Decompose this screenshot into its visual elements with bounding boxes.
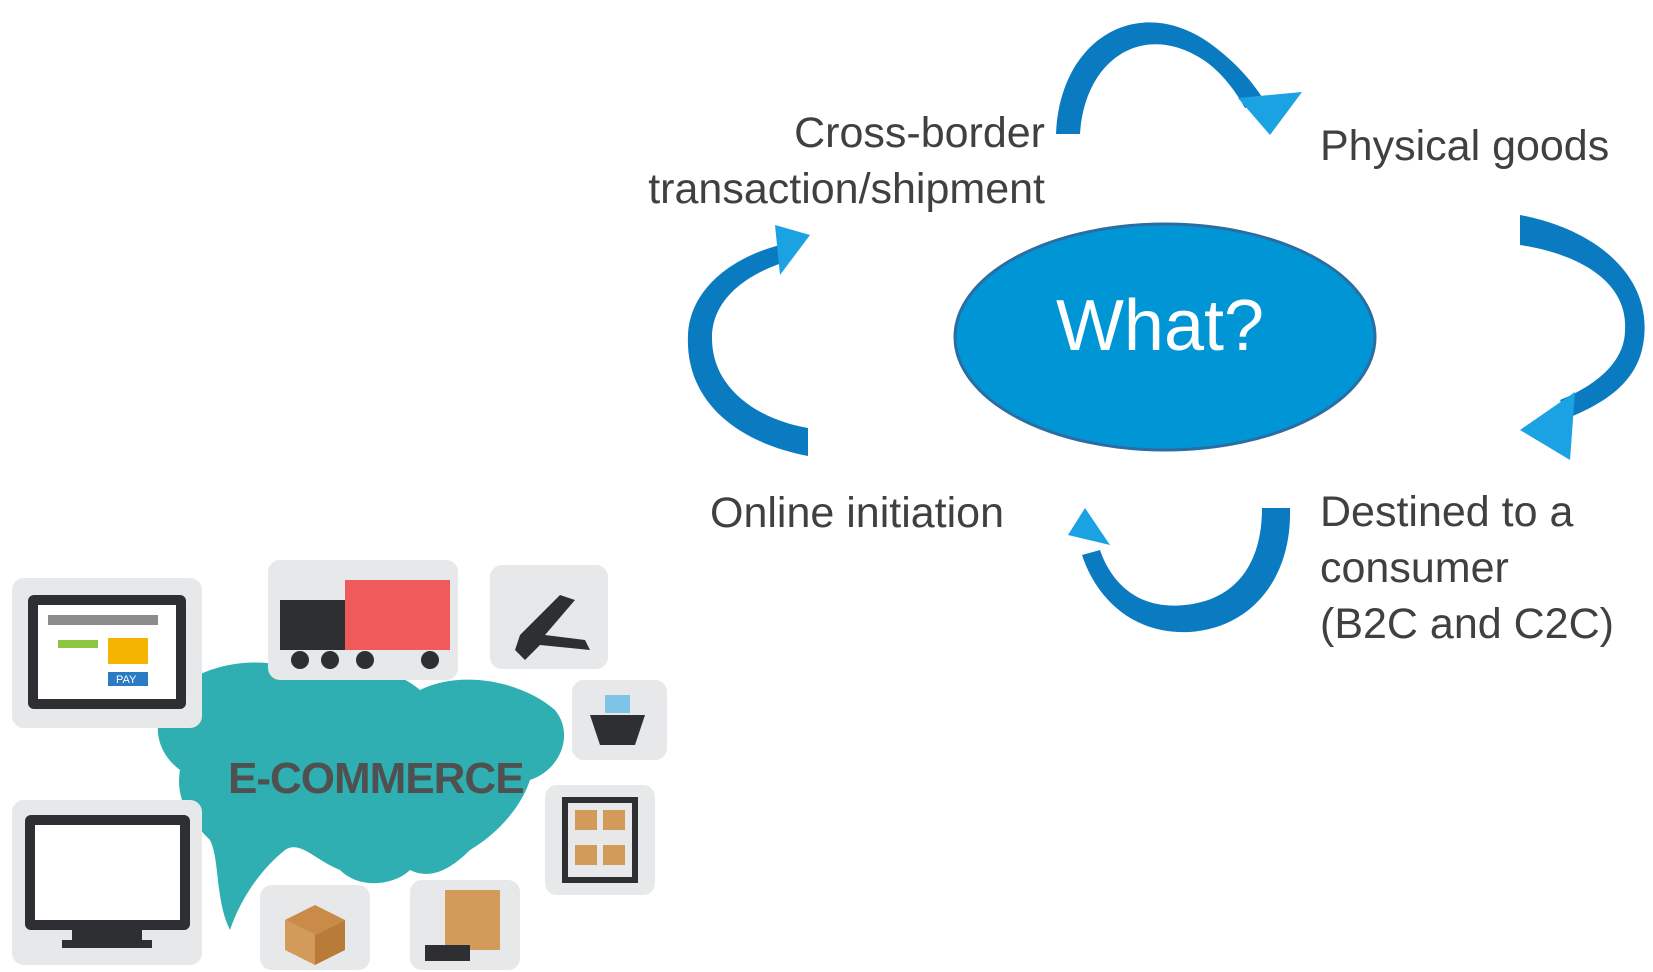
arrow-top bbox=[1056, 22, 1302, 135]
label-cross-border: Cross-border transaction/shipment bbox=[595, 105, 1045, 217]
label-destined-line3: (B2C and C2C) bbox=[1320, 600, 1614, 648]
center-title: What? bbox=[1055, 286, 1265, 366]
ecommerce-title: E-COMMERCE bbox=[228, 754, 524, 803]
label-online-initiation: Online initiation bbox=[710, 489, 1005, 537]
label-destined-line2: consumer bbox=[1320, 544, 1509, 592]
label-destined-line1: Destined to a bbox=[1320, 488, 1574, 536]
pay-text: PAY bbox=[116, 674, 137, 686]
label-physical-goods: Physical goods bbox=[1320, 122, 1610, 170]
label-cross-border-line1: Cross-border bbox=[794, 109, 1045, 157]
ecommerce-illustration: PAY E-COMMERCE bbox=[12, 560, 667, 970]
world-map bbox=[157, 662, 565, 930]
arrow-bottom bbox=[1068, 508, 1291, 633]
label-destined: Destined to a consumer (B2C and C2C) bbox=[1320, 484, 1614, 652]
arrow-left bbox=[687, 225, 810, 456]
arrow-right bbox=[1520, 215, 1645, 460]
label-cross-border-line2: transaction/shipment bbox=[648, 165, 1045, 213]
warehouse-bubble bbox=[545, 785, 655, 895]
center-ellipse bbox=[953, 222, 1377, 452]
